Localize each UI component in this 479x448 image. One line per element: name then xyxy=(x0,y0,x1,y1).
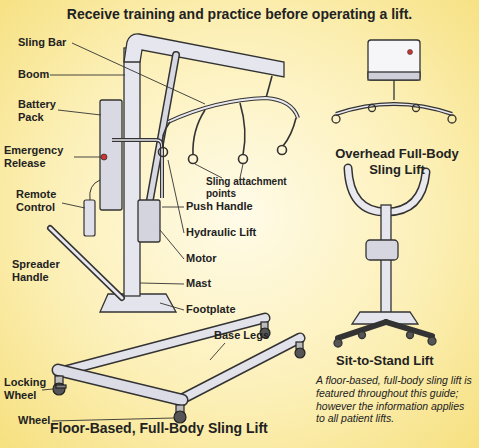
spreader-handle xyxy=(50,228,122,298)
caption-note: A floor-based, full-body sling lift is f… xyxy=(316,374,474,425)
overhead-lift xyxy=(332,40,456,123)
battery-pack xyxy=(100,100,122,210)
part-label: Motor xyxy=(186,252,276,265)
lift-title: Floor-Based, Full-Body Sling Lift xyxy=(50,420,320,437)
part-label: Spreader Handle xyxy=(12,258,68,285)
sling-bar xyxy=(159,76,299,164)
wheels xyxy=(53,322,305,423)
title: Receive training and practice before ope… xyxy=(0,6,479,23)
footplate xyxy=(100,294,176,312)
part-label: Mast xyxy=(186,277,276,290)
push-handle xyxy=(112,140,162,198)
boom xyxy=(124,34,284,77)
part-label: Push Handle xyxy=(186,200,276,213)
remote-control xyxy=(84,200,95,236)
part-label: Sling Bar xyxy=(18,36,88,49)
lift-title: Overhead Full-Body Sling Lift xyxy=(322,146,472,178)
part-label: Emergency Release xyxy=(4,144,74,171)
part-label: Hydraulic Lift xyxy=(186,226,276,239)
mast xyxy=(124,48,140,296)
part-label: Remote Control xyxy=(16,188,68,215)
emergency-release xyxy=(101,154,107,160)
part-label: Base Legs xyxy=(214,329,304,342)
lift-title: Sit-to-Stand Lift xyxy=(336,353,476,369)
part-label: Locking Wheel xyxy=(4,376,54,403)
motor xyxy=(138,200,160,242)
part-label: Sling attachment points xyxy=(206,176,302,200)
remote-cord xyxy=(90,180,100,200)
sit-to-stand-lift xyxy=(334,168,436,347)
part-label: Footplate xyxy=(186,303,276,316)
part-label: Battery Pack xyxy=(18,98,66,125)
part-label: Boom xyxy=(18,68,78,81)
